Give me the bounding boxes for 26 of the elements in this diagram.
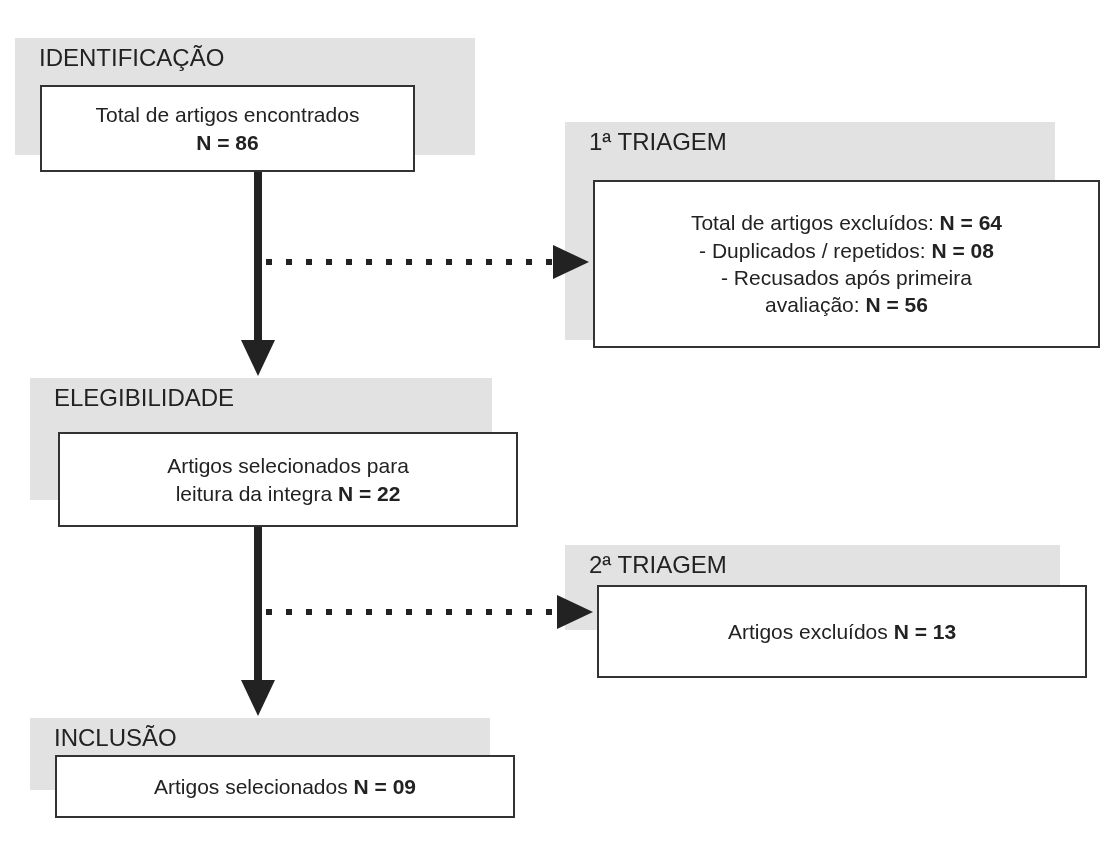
box-text: Total de artigos encontrados N = 86 [94, 102, 361, 156]
stage-heading: 1ª TRIAGEM [589, 127, 727, 157]
process-box [597, 585, 1087, 678]
process-box [55, 755, 515, 818]
process-box [58, 432, 518, 527]
arrow [241, 172, 275, 376]
stage-heading: IDENTIFICAÇÃO [39, 43, 225, 73]
stage-heading: INCLUSÃO [54, 723, 177, 753]
stage-band [15, 38, 475, 85]
arrow [241, 527, 275, 716]
box-text: Artigos excluídos N = 13 [727, 618, 957, 645]
box-text: Artigos selecionados para leitura da integra N = 22 [166, 453, 410, 507]
stage-band [30, 718, 490, 755]
box-text: - Duplicados / repetidos: N = 08 [699, 237, 994, 264]
stage-band [30, 378, 492, 432]
box-text: Artigos selecionados N = 09 [153, 773, 417, 800]
stage-band [565, 545, 1060, 585]
stage-band [565, 122, 1055, 180]
arrow [266, 245, 589, 279]
process-box [593, 180, 1100, 348]
box-text: - Recusados após primeira avaliação: N = 56 [720, 265, 973, 319]
arrow [266, 595, 593, 629]
stage-heading: ELEGIBILIDADE [54, 383, 235, 413]
stage-heading: 2ª TRIAGEM [589, 550, 727, 580]
box-text: Total de artigos excluídos: N = 64 [690, 210, 1003, 237]
process-box [40, 85, 415, 172]
